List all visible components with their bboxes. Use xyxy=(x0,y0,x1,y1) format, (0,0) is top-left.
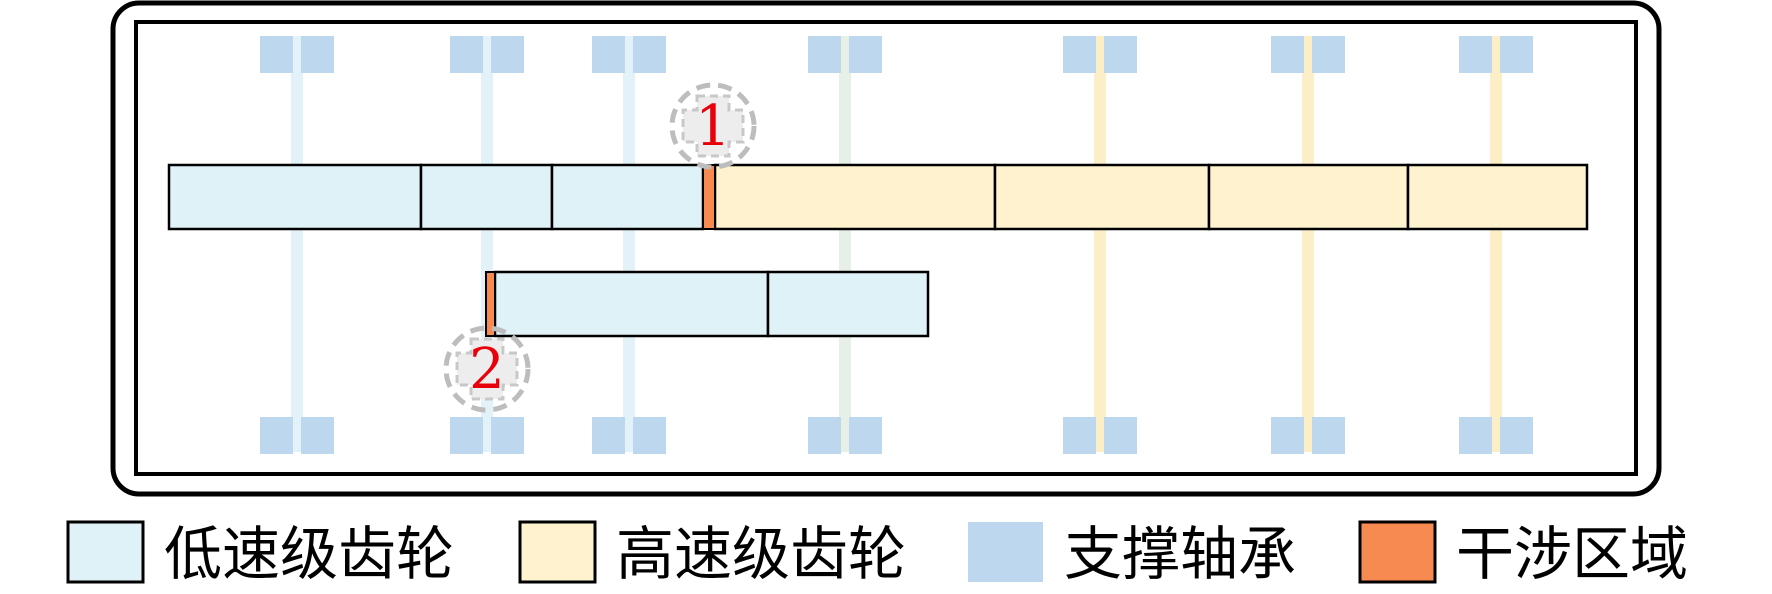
shaft-6 xyxy=(1302,36,1314,452)
bearing-bottom-left-1 xyxy=(260,417,293,454)
housing-inner-frame xyxy=(134,20,1638,476)
legend-label-low-speed: 低速级齿轮 xyxy=(164,520,454,588)
shaft-4 xyxy=(839,36,851,452)
gear-bottom-1 xyxy=(493,270,770,338)
legend-item-high-speed-gear: 高速级齿轮 xyxy=(518,520,906,588)
legend-swatch-low-speed xyxy=(66,520,145,584)
bearing-top-right-7 xyxy=(1500,36,1533,73)
marker-2-label: 2 xyxy=(469,337,505,402)
gear-top-6 xyxy=(1207,163,1410,231)
bearing-top-left-2 xyxy=(450,36,483,73)
bearing-bottom-right-7 xyxy=(1500,417,1533,454)
bearing-bottom-right-2 xyxy=(491,417,524,454)
gear-top-4 xyxy=(713,163,997,231)
bearing-bottom-left-5 xyxy=(1063,417,1096,454)
marker-2: 2 xyxy=(443,325,531,413)
bearing-bottom-right-4 xyxy=(849,417,882,454)
gear-top-5 xyxy=(993,163,1211,231)
shaft-5 xyxy=(1094,36,1106,452)
bearing-bottom-left-7 xyxy=(1459,417,1492,454)
shaft-7 xyxy=(1490,36,1502,452)
bearing-bottom-left-2 xyxy=(450,417,483,454)
housing-outer-frame xyxy=(110,0,1662,497)
dashed-cross-marker-icon xyxy=(669,82,757,170)
legend-item-low-speed-gear: 低速级齿轮 xyxy=(66,520,454,588)
legend-swatch-high-speed xyxy=(518,520,597,584)
bearing-top-left-4 xyxy=(808,36,841,73)
gear-top-3 xyxy=(550,163,705,231)
legend-item-support-bearing: 支撑轴承 xyxy=(968,520,1296,588)
support-bearings xyxy=(260,36,1533,454)
shaft-1 xyxy=(291,36,303,452)
bearing-top-right-5 xyxy=(1104,36,1137,73)
legend-swatch-bearing xyxy=(968,522,1043,582)
shaft-lines xyxy=(291,36,1502,452)
shaft-3 xyxy=(623,36,635,452)
bearing-top-left-5 xyxy=(1063,36,1096,73)
legend-item-interference-region: 干涉区域 xyxy=(1358,520,1688,588)
gear-top-2 xyxy=(419,163,554,231)
legend-label-interference: 干涉区域 xyxy=(1456,520,1688,588)
bearing-bottom-right-5 xyxy=(1104,417,1137,454)
gear-bottom-2 xyxy=(766,270,930,338)
bearing-top-right-3 xyxy=(633,36,666,73)
bearing-top-right-1 xyxy=(301,36,334,73)
bearing-top-right-2 xyxy=(491,36,524,73)
marker-1-label: 1 xyxy=(695,94,731,159)
bearing-top-right-6 xyxy=(1312,36,1345,73)
bearing-bottom-right-1 xyxy=(301,417,334,454)
gear-top-7 xyxy=(1406,163,1589,231)
bearing-bottom-left-3 xyxy=(592,417,625,454)
bearing-bottom-right-3 xyxy=(633,417,666,454)
bearing-top-left-7 xyxy=(1459,36,1492,73)
legend-label-high-speed: 高速级齿轮 xyxy=(616,520,906,588)
dashed-cross-marker-icon xyxy=(443,325,531,413)
bearing-top-left-3 xyxy=(592,36,625,73)
bearing-bottom-left-4 xyxy=(808,417,841,454)
interference-region-2 xyxy=(485,271,496,337)
legend-swatch-interference xyxy=(1358,520,1437,584)
legend: 低速级齿轮 高速级齿轮 支撑轴承 干涉区域 xyxy=(66,520,1688,588)
bearing-bottom-left-6 xyxy=(1271,417,1304,454)
bearing-top-left-6 xyxy=(1271,36,1304,73)
gear-top-1 xyxy=(167,163,423,231)
bearing-bottom-right-6 xyxy=(1312,417,1345,454)
bearing-top-right-4 xyxy=(849,36,882,73)
legend-label-bearing: 支撑轴承 xyxy=(1064,520,1296,588)
interference-region-1 xyxy=(702,164,716,230)
bearing-top-left-1 xyxy=(260,36,293,73)
gear-blocks xyxy=(167,163,1589,338)
marker-1: 1 xyxy=(669,82,757,170)
